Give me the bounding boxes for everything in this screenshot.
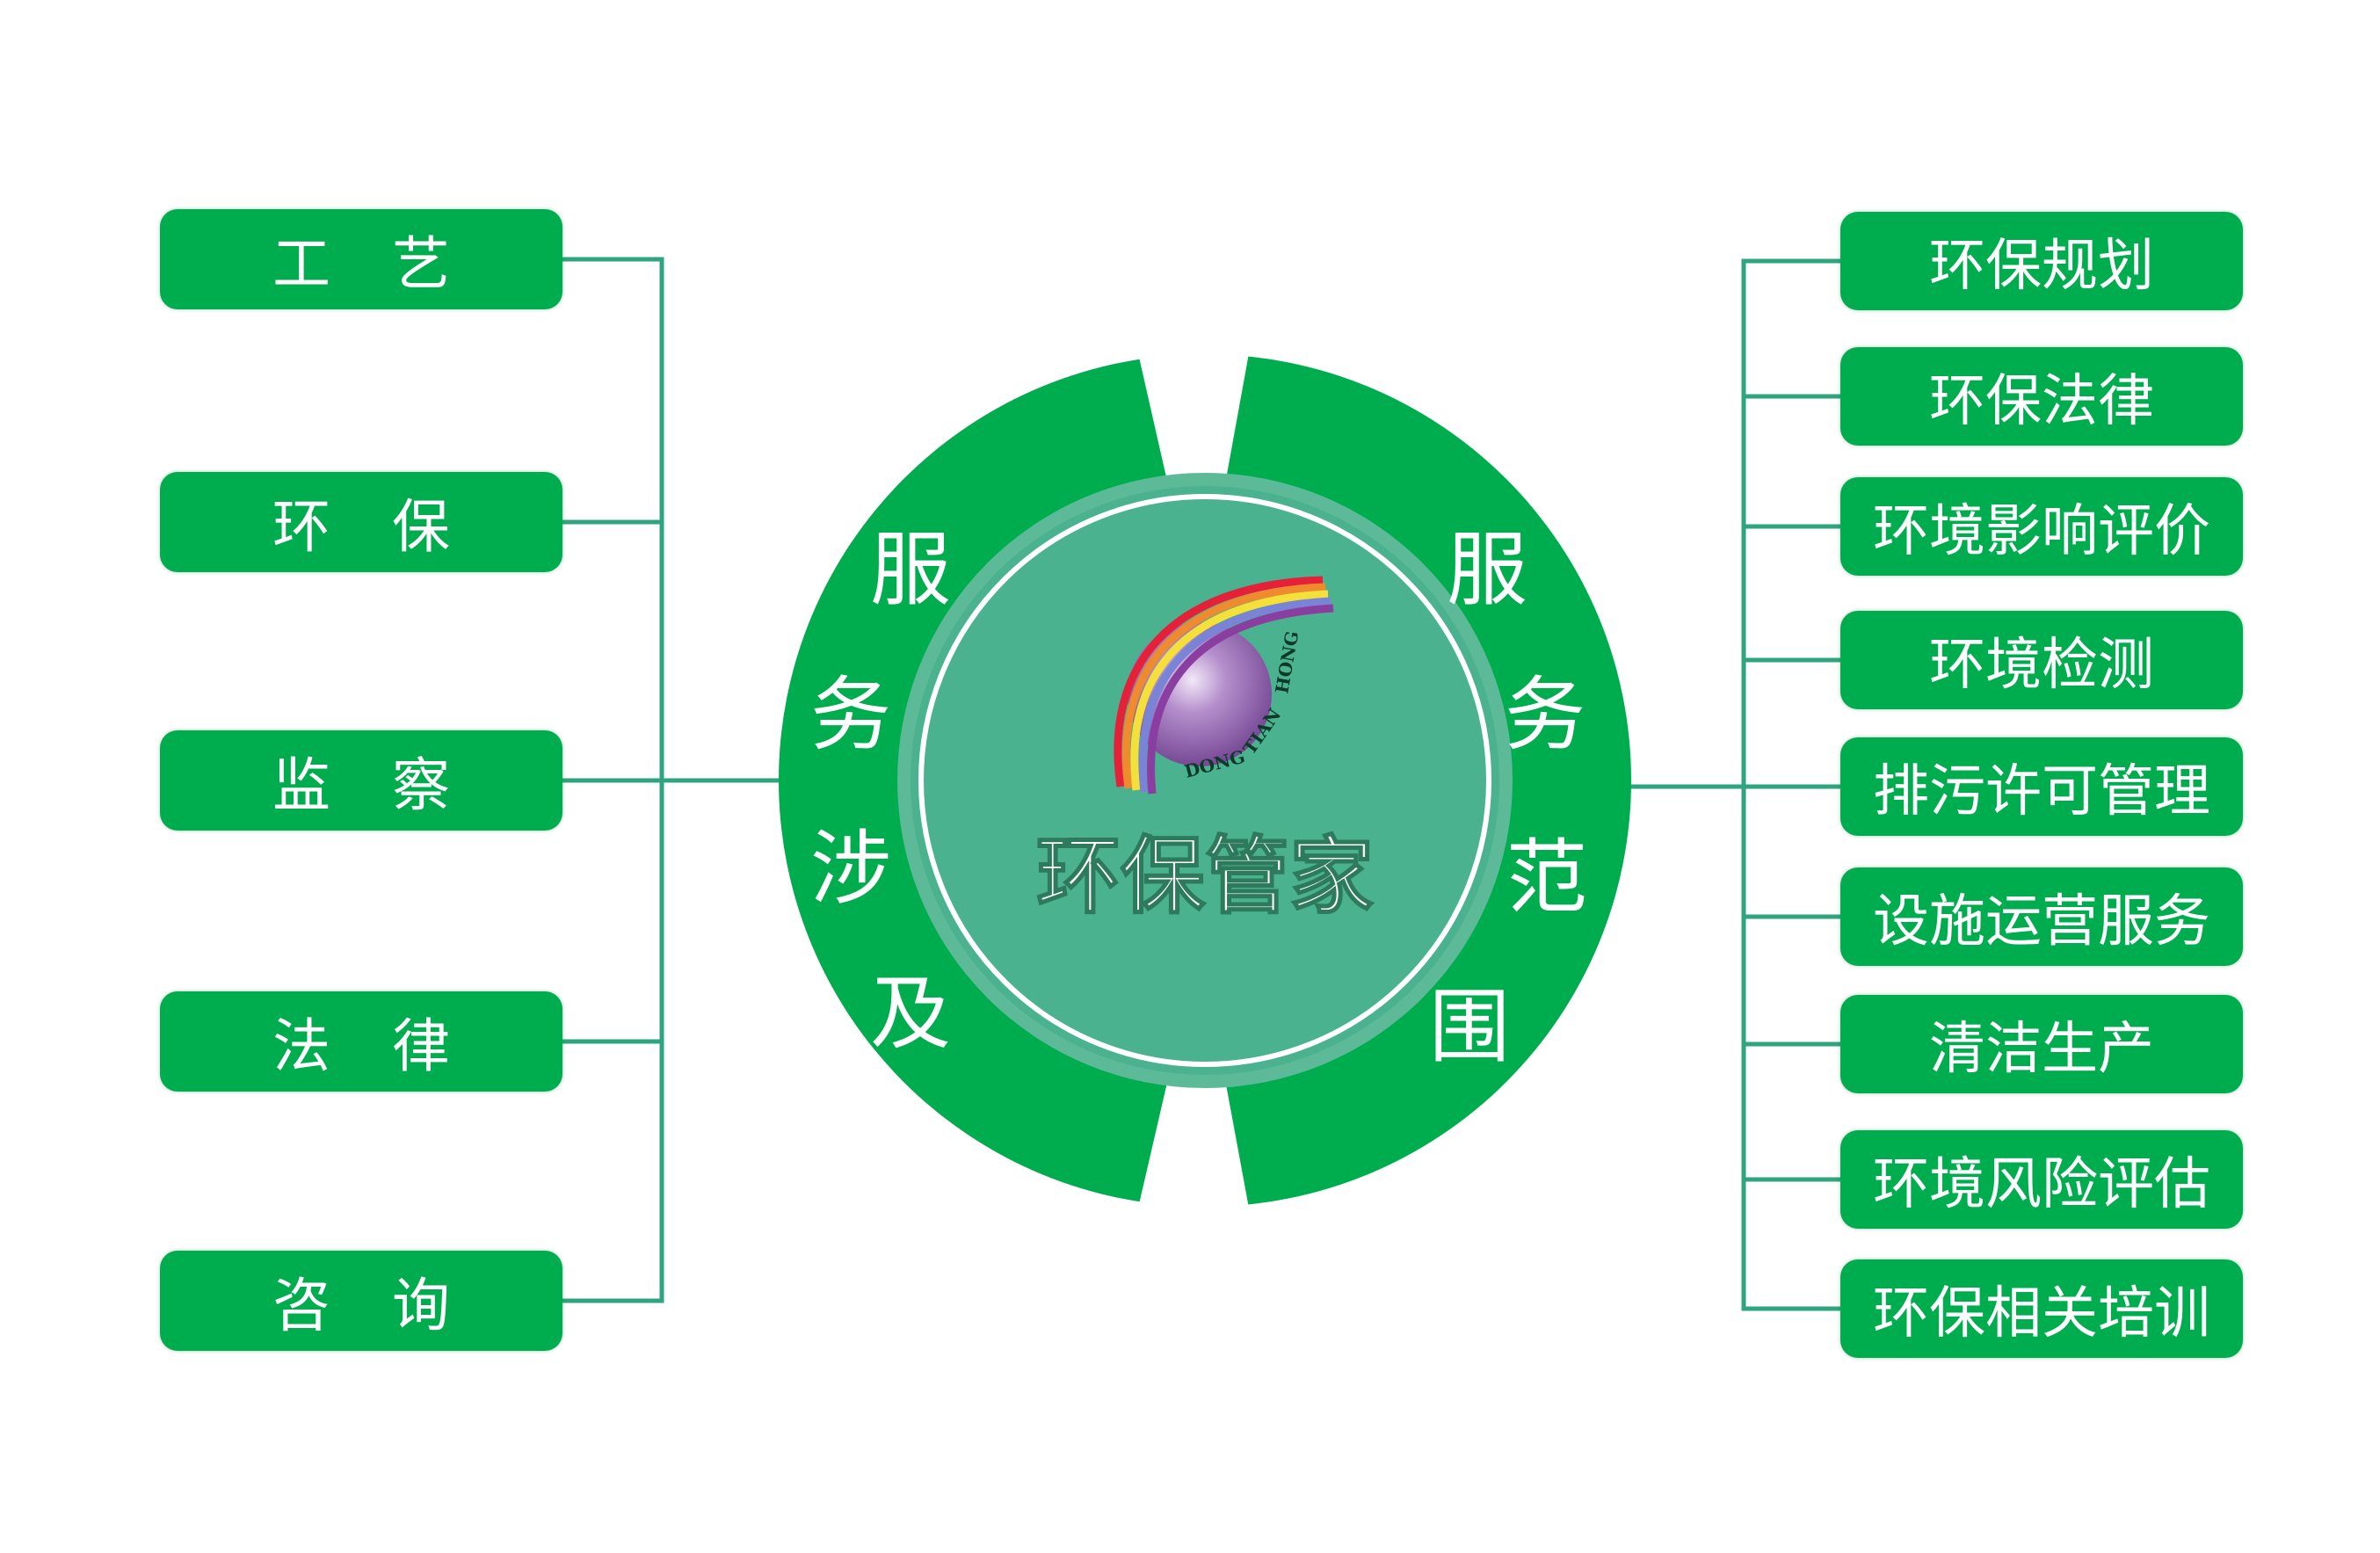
dongtianhong-logo: DONG TIAN HONG xyxy=(1114,576,1334,795)
right-item: 清洁生产 xyxy=(1840,995,2243,1093)
right-item-label: 清洁生产 xyxy=(1929,1017,2154,1082)
right-item-label: 环保相关培训 xyxy=(1873,1281,2210,1346)
left-item-label: 咨询 xyxy=(272,1272,512,1339)
right-item-label: 排污许可管理 xyxy=(1873,759,2210,824)
left-item-label: 环保 xyxy=(272,493,512,561)
right-item: 环保相关培训 xyxy=(1840,1259,2243,1358)
right-item-label: 环境检测 xyxy=(1929,633,2154,698)
right-item-label: 环境影响评价 xyxy=(1873,499,2210,564)
right-arc-char: 服 xyxy=(1447,523,1527,617)
right-item: 环境影响评价 xyxy=(1840,477,2243,576)
right-item-label: 环保法律 xyxy=(1929,369,2154,434)
left-arc-char: 涉 xyxy=(810,822,891,916)
left-item-environment: 环保 xyxy=(160,472,562,572)
center-title: 环保管家 xyxy=(1036,827,1374,925)
service-ring xyxy=(779,334,1631,1227)
left-arc-char: 务 xyxy=(810,668,891,762)
right-item: 环保规划 xyxy=(1840,212,2243,310)
left-connectors xyxy=(562,257,782,1303)
right-item: 设施运营服务 xyxy=(1840,867,2243,966)
right-item: 环境风险评估 xyxy=(1840,1130,2243,1229)
left-item-label: 工艺 xyxy=(272,230,512,298)
left-item-label: 法律 xyxy=(272,1012,512,1080)
right-item-label: 环保规划 xyxy=(1929,234,2154,299)
left-arc-char: 服 xyxy=(870,523,951,617)
right-item: 环境检测 xyxy=(1840,611,2243,709)
left-item-label: 监察 xyxy=(272,751,512,819)
right-arc-char: 务 xyxy=(1505,668,1585,762)
left-item-consulting: 咨询 xyxy=(160,1251,562,1351)
right-arc-char: 范 xyxy=(1506,831,1587,925)
left-item-supervision: 监察 xyxy=(160,730,562,831)
left-item-craft: 工艺 xyxy=(160,209,562,309)
right-item: 排污许可管理 xyxy=(1840,737,2243,836)
right-item-label: 设施运营服务 xyxy=(1873,889,2210,954)
right-item: 环保法律 xyxy=(1840,347,2243,446)
left-arc-char: 及 xyxy=(870,967,951,1061)
right-arc-char: 围 xyxy=(1429,980,1510,1074)
arc-labels: 服 务 涉 及 服 务 范 围 xyxy=(810,523,1587,1074)
left-item-law: 法律 xyxy=(160,991,562,1092)
right-item-label: 环境风险评估 xyxy=(1873,1152,2210,1217)
right-connectors xyxy=(1626,258,1840,1311)
